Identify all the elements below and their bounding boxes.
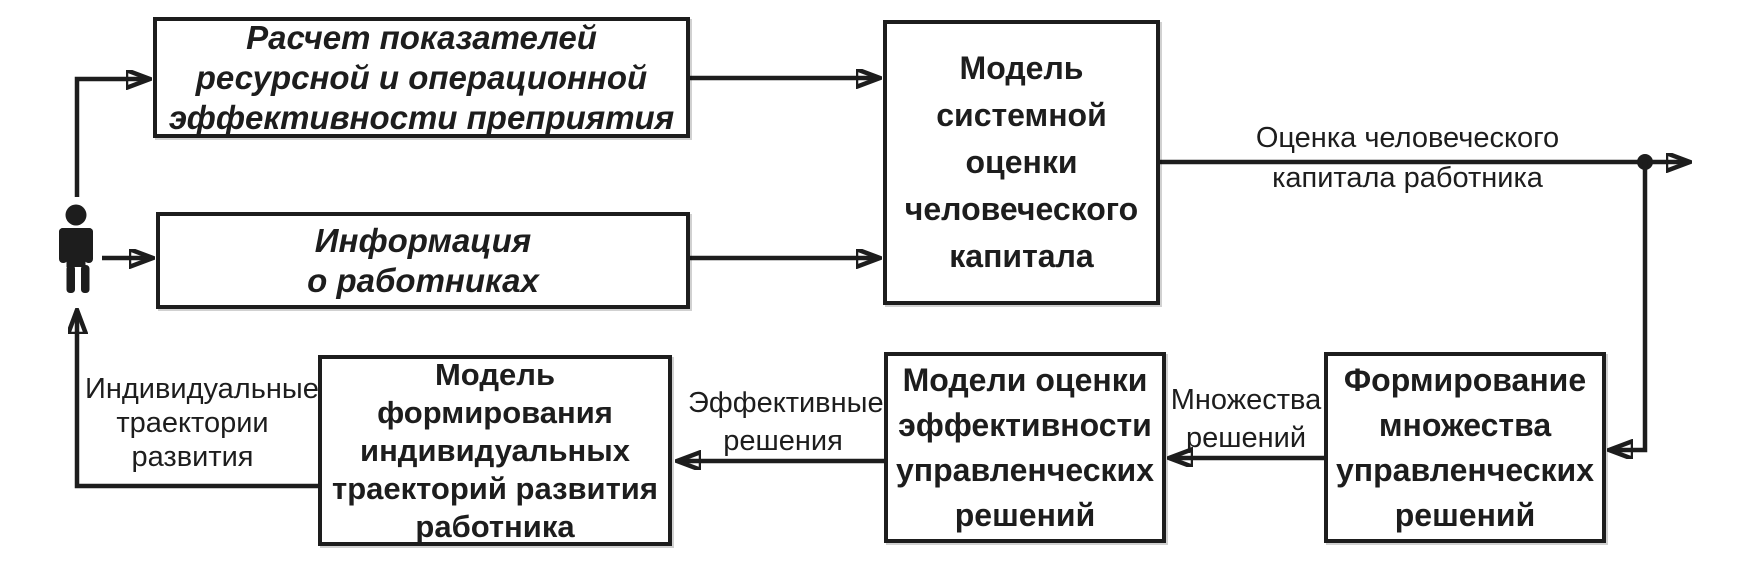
node-calc-indicators: Расчет показателей ресурсной и операцион… <box>153 17 690 138</box>
node-efficiency-models-label: Модели оценки эффективности управленческ… <box>896 361 1154 533</box>
node-trajectory-model: Модель формирования индивидуальных траек… <box>318 355 672 546</box>
node-employee-info: Информация о работниках <box>156 212 690 309</box>
node-calc-indicators-label: Расчет показателей ресурсной и операцион… <box>168 18 675 136</box>
edge-label-assessment: Оценка человеческого капитала работника <box>1255 122 1560 194</box>
node-assessment-model-label: Модель системной оценки человеческого ка… <box>904 50 1139 274</box>
node-employee-info-label: Информация о работниках <box>307 221 539 299</box>
node-solution-formation-label: Формирование множества управленческих ре… <box>1336 361 1594 533</box>
node-solution-formation: Формирование множества управленческих ре… <box>1324 352 1606 543</box>
edge-label-individual: Индивидуальные траектории развития <box>85 373 319 473</box>
node-efficiency-models: Модели оценки эффективности управленческ… <box>884 352 1166 543</box>
arrow-trajectory-to-person <box>77 312 318 489</box>
edge-label-solution-set: Множества решений <box>1170 384 1322 454</box>
arrow-person-to-calc <box>74 79 148 197</box>
node-assessment-model: Модель системной оценки человеческого ка… <box>883 20 1160 305</box>
edge-label-effective: Эффективные решения <box>688 387 884 457</box>
arrow-assessment-to-formation <box>1611 162 1648 450</box>
node-trajectory-model-label: Модель формирования индивидуальных траек… <box>332 356 658 544</box>
person-icon <box>59 204 93 293</box>
